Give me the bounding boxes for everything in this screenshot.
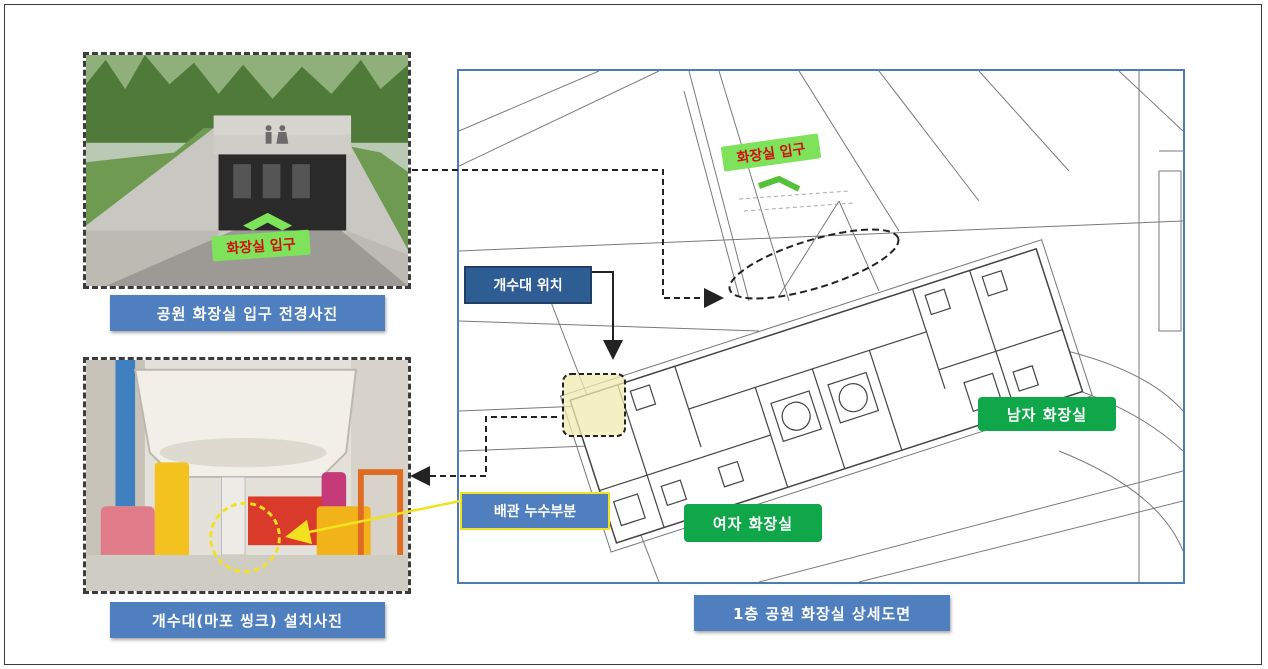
floor-plan-caption: 1층 공원 화장실 상세도면 [694,595,950,631]
entrance-photo-caption: 공원 화장실 입구 전경사진 [110,295,385,331]
figure-frame [4,4,1262,665]
leak-area-label: 배관 누수부분 [460,492,610,530]
womens-room-label: 여자 화장실 [684,504,822,542]
mens-room-label: 남자 화장실 [978,397,1116,431]
floor-plan-drawing [459,71,1183,582]
sink-location-label: 개수대 위치 [464,266,592,304]
sink-photo-caption: 개수대(마포 씽크) 설치사진 [110,602,385,638]
sink-photo [83,357,411,594]
sink-photo-image [86,360,408,591]
